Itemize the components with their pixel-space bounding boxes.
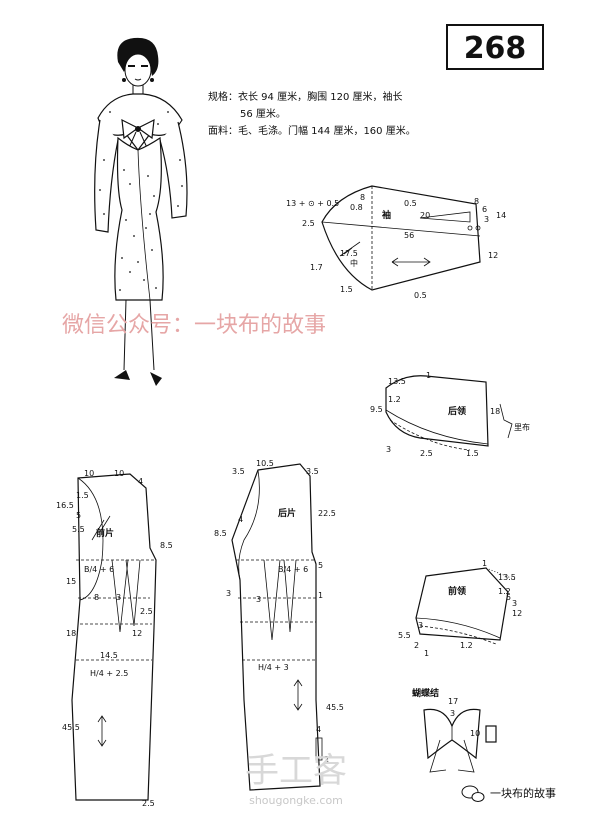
front-collar-label: 3 [418,621,423,630]
front-collar-title: 前领 [448,585,466,597]
spec-line-1: 规格：衣长 94 厘米，胸围 120 厘米，袖长 [208,90,403,103]
front-collar-label: 1 [424,649,429,658]
front-panel-label: 15 [66,577,76,586]
pattern-number: 268 [464,31,527,66]
back-collar-label: 1 [426,371,431,380]
front-panel-label: B/4 + 6 [84,565,114,574]
back-panel-label: 1 [318,591,323,600]
sleeve-title: 袖 [381,209,391,221]
footer-logo-text: 手工客 [245,751,347,791]
front-panel-label: 1.5 [76,491,89,500]
back-collar-label: 9.5 [370,405,383,414]
back-panel-label: 10.5 [256,459,274,468]
front-collar-pattern: 前领 1 13.5 1.2 5 3 12 5.5 2 1 1.2 3 [398,559,522,658]
back-panel-label: 4 [238,515,243,524]
front-collar-label: 1.2 [498,587,511,596]
sleeve-pattern: 袖 13 + ⊙ + 0.5 0.5 0.8 8 20 6 8 3 14 2.5… [286,185,506,300]
front-panel-label: 8 [94,593,99,602]
sleeve-label: 8 [474,197,479,206]
front-collar-label: 1.2 [460,641,473,650]
wechat-icon [461,785,485,802]
spec-line-2: 56 厘米。 [240,107,286,120]
front-panel-label: 8.5 [160,541,173,550]
back-panel-label: 3.5 [232,467,245,476]
sleeve-label: 8 [360,193,365,202]
sleeve-label: 17.5 [340,249,358,258]
sleeve-label: 1.5 [340,285,353,294]
back-panel-label: 3 [226,589,231,598]
back-panel-pattern: 后片 10.5 3.5 3.5 22.5 8.5 4 B/4 + 6 5 3 3… [214,459,344,791]
front-collar-label: 3 [512,599,517,608]
sleeve-label: 6 [482,205,487,214]
sleeve-label: 2.5 [302,219,315,228]
back-panel-label: H/4 + 3 [258,663,289,672]
sleeve-label: 1.7 [310,263,323,272]
front-collar-label: 2 [414,641,419,650]
bow-title: 蝴蝶结 [412,687,439,699]
front-panel-label: 5.5 [72,525,85,534]
back-collar-label: 里布 [514,422,530,432]
footer-url: shougongke.com [249,794,343,807]
front-panel-label: 14.5 [100,651,118,660]
sleeve-label: 3 [484,215,489,224]
front-collar-label: 13.5 [498,573,516,582]
fashion-illustration [94,37,188,386]
watermark-text: 微信公众号：一块布的故事 [62,313,326,338]
back-collar-label: 1.5 [466,449,479,458]
front-panel-label: 18 [66,629,76,638]
front-collar-label: 5.5 [398,631,411,640]
front-panel-label: 10 [84,469,94,478]
spec-line-3: 面料：毛、毛涤。门幅 144 厘米，160 厘米。 [208,124,416,137]
sleeve-label: 14 [496,211,506,220]
back-collar-label: 2.5 [420,449,433,458]
back-panel-title: 后片 [278,507,296,519]
back-collar-label: 18 [490,407,500,416]
back-panel-label: 3.5 [306,467,319,476]
back-panel-label: 4 [316,725,321,734]
back-panel-label: 22.5 [318,509,336,518]
sleeve-label: 0.5 [414,291,427,300]
bow-pattern: 蝴蝶结 17 3 10 [412,687,497,773]
sleeve-label: 0.8 [350,203,363,212]
front-panel-pattern: 前片 10 10 4 16.5 1.5 5 5.5 8.5 B/4 + 6 15… [56,469,173,808]
back-panel-label: B/4 + 6 [278,565,308,574]
front-panel-label: 16.5 [56,501,74,510]
front-panel-label: 10 [114,469,124,478]
front-collar-label: 12 [512,609,522,618]
front-panel-label: 12 [132,629,142,638]
sleeve-label: 13 + ⊙ + 0.5 [286,199,339,208]
back-panel-label: 5 [318,561,323,570]
sleeve-label: 12 [488,251,498,260]
back-panel-label: 2 [324,755,329,764]
front-collar-label: 5 [506,593,511,602]
bow-label: 17 [448,697,458,706]
front-panel-label: 2.5 [142,799,155,808]
sleeve-label: 中 [350,258,358,268]
back-collar-label: 13.5 [388,377,406,386]
front-panel-label: 2.5 [140,607,153,616]
front-panel-title: 前片 [96,527,114,539]
footer-brand: 一块布的故事 [490,786,556,800]
sleeve-label: 56 [404,231,414,240]
front-panel-label: 5 [76,511,81,520]
back-panel-label: 3 [256,595,261,604]
back-collar-label: 3 [386,445,391,454]
bow-label: 10 [470,729,480,738]
front-panel-label: 4 [138,477,143,486]
pattern-number-box [446,24,544,70]
back-panel-label: 8.5 [214,529,227,538]
back-collar-pattern: 后领 13.5 1 1.2 9.5 3 2.5 1.5 18 里布 [370,371,530,458]
front-panel-label: H/4 + 2.5 [90,669,128,678]
front-panel-label: 45.5 [62,723,80,732]
front-panel-label: 3 [116,593,121,602]
back-collar-label: 1.2 [388,395,401,404]
bow-label: 3 [450,709,455,718]
back-panel-label: 45.5 [326,703,344,712]
sleeve-label: 0.5 [404,199,417,208]
sleeve-label: 20 [420,211,430,220]
front-collar-label: 1 [482,559,487,568]
back-collar-title-line: 后领 [448,405,466,417]
